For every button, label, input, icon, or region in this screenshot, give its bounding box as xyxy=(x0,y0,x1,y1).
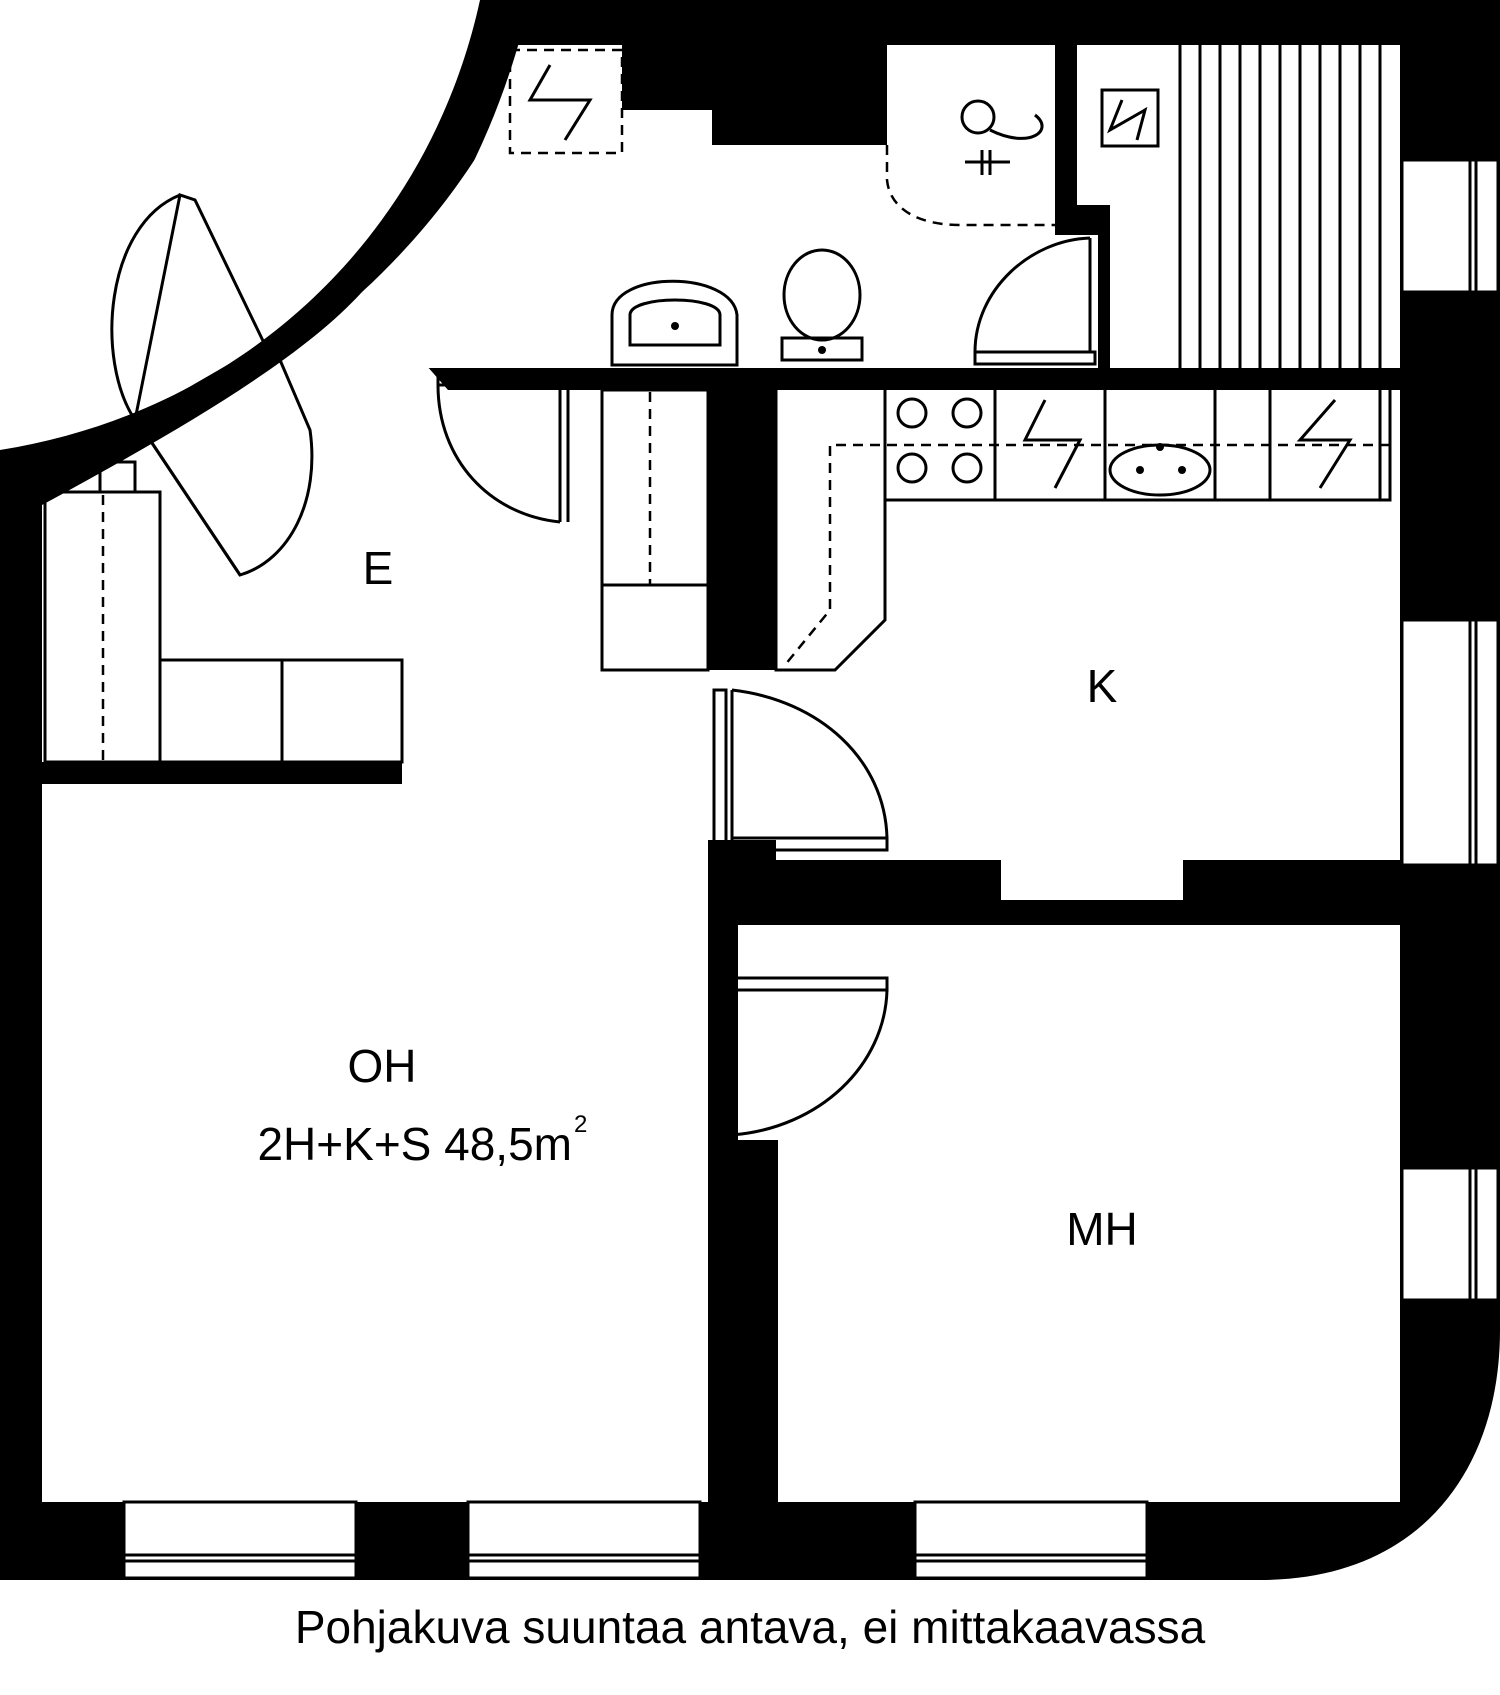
window-east-kitchen xyxy=(1400,618,1500,867)
window-south-living-1 xyxy=(122,1500,358,1580)
south-wall-pier-1 xyxy=(42,1500,124,1580)
window-south-living-2 xyxy=(466,1500,702,1580)
sauna-door-jamb xyxy=(1098,235,1110,375)
room-label-entrance: E xyxy=(363,542,394,594)
window-south-bedroom xyxy=(913,1500,1149,1580)
closet-bottom xyxy=(158,658,404,764)
west-wall xyxy=(0,480,42,1580)
south-wall-pier-3 xyxy=(700,1500,915,1580)
entrance-door xyxy=(110,193,314,577)
apartment-type-area: 2H+K+S 48,5m xyxy=(257,1118,572,1170)
doors xyxy=(110,193,1097,1137)
bathroom-door xyxy=(436,371,570,524)
sauna-partition-stub xyxy=(1055,205,1110,235)
north-wall xyxy=(480,0,1500,45)
room-label-bedroom: MH xyxy=(1066,1203,1138,1255)
curved-wall-southeast xyxy=(1150,1300,1500,1580)
room-labels: E K OH 2H+K+S 48,5m 2 MH xyxy=(257,542,1137,1255)
floor-areas xyxy=(42,45,1400,1502)
sauna-benches xyxy=(1178,45,1382,368)
interior-walls xyxy=(42,45,1400,1580)
toilet-icon xyxy=(780,248,864,362)
window-east-sauna xyxy=(1400,158,1500,294)
sauna xyxy=(1100,45,1382,368)
kitchen-south-wall-right xyxy=(1183,860,1400,900)
south-wall-pier-2 xyxy=(356,1500,468,1580)
shower-icon xyxy=(885,99,1055,227)
dishwasher-icon xyxy=(1022,399,1083,489)
sauna-partition-wall xyxy=(1055,45,1077,205)
bedroom-door xyxy=(712,976,889,1137)
refrigerator-icon xyxy=(1296,399,1353,489)
sauna-door xyxy=(973,236,1097,366)
windows xyxy=(122,158,1500,1580)
entrance-closets xyxy=(43,388,710,764)
plan-disclaimer-caption: Pohjakuva suuntaa antava, ei mittakaavas… xyxy=(294,1601,1206,1653)
window-east-bedroom xyxy=(1400,1166,1500,1302)
room-label-kitchen: K xyxy=(1087,660,1118,712)
bedroom-west-wall xyxy=(708,1140,778,1502)
closet-south-wall xyxy=(42,762,402,784)
kitchen-sink-icon xyxy=(1108,443,1212,497)
washing-machine-icon xyxy=(508,48,624,155)
bathroom-fixtures xyxy=(508,48,1055,367)
room-label-living-room: OH xyxy=(348,1040,417,1092)
kitchen-south-wall-left xyxy=(776,860,1001,900)
kitchen-counter xyxy=(774,390,1392,672)
curved-wall-northwest xyxy=(0,0,530,520)
closet-right xyxy=(600,388,710,672)
kitchen-door xyxy=(712,688,889,852)
bathroom-south-wall xyxy=(425,368,1400,390)
bathroom-shaft xyxy=(712,45,887,145)
stove-icon xyxy=(896,397,983,484)
sink-icon xyxy=(610,279,739,367)
closet-left xyxy=(43,460,162,764)
sauna-stove-icon xyxy=(1100,88,1160,148)
area-unit-superscript: 2 xyxy=(574,1111,587,1138)
kitchen-west-wall-upper xyxy=(708,390,776,670)
bathroom-niche-wall xyxy=(622,45,712,110)
